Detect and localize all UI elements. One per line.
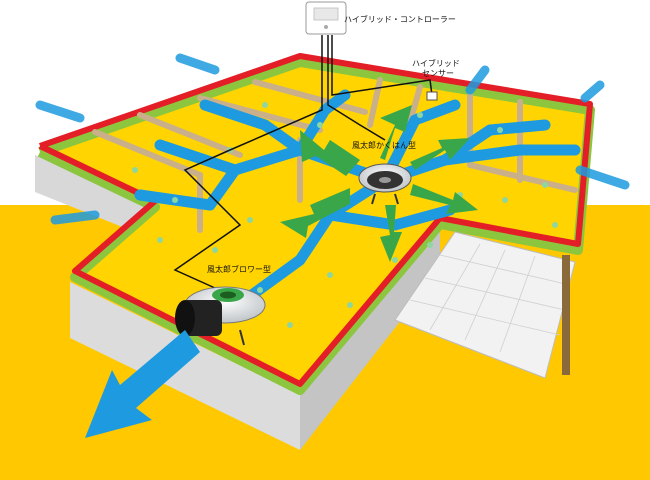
tile-grid: [409, 243, 571, 353]
exhaust-arrow-icon: [85, 330, 200, 438]
tiled-area: [394, 231, 576, 379]
stirring-unit-label: 風太郎かくはん型: [352, 140, 416, 150]
air-particles: [132, 102, 558, 328]
sensor-label-line2: センサー: [422, 69, 454, 78]
wall-controller-icon: [305, 1, 347, 35]
interior-walls: [92, 77, 578, 233]
airflow-arrows: [280, 105, 478, 262]
sensor-label-line1: ハイブリッド: [412, 58, 460, 68]
sensor-wiring: [173, 35, 433, 289]
foundation-front-right: [300, 222, 440, 450]
wooden-post: [562, 255, 570, 375]
controller-label: ハイブリッド・コントローラー: [344, 14, 456, 24]
blower-unit-label: 風太郎ブロワー型: [207, 264, 271, 274]
sensor-icon: [426, 91, 438, 101]
foundation-front-left: [70, 282, 300, 450]
foundation-back-left: [35, 155, 155, 240]
outer-wall-green: [37, 57, 595, 395]
wall-duct-ports: [35, 53, 630, 225]
ceiling-fan-icon: [358, 163, 412, 205]
blower-fan-icon: [175, 286, 266, 346]
